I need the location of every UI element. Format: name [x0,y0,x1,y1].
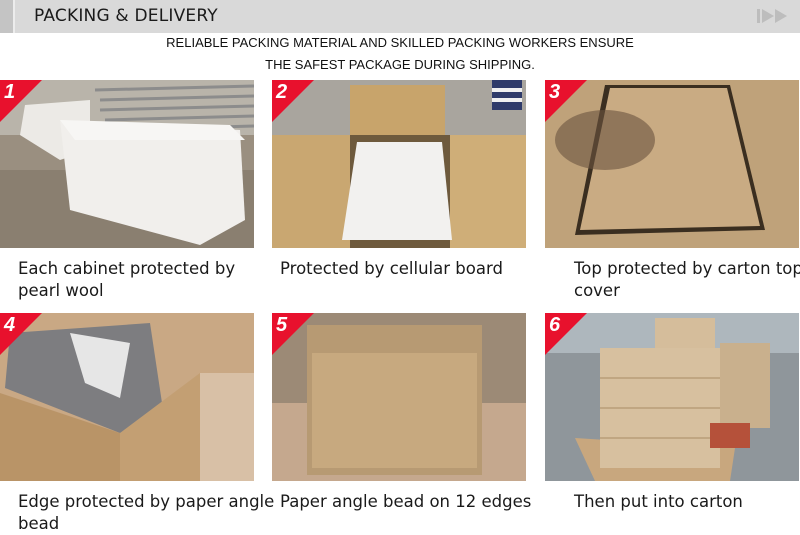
step-number-badge-5: 5 [272,313,314,355]
step-caption-2: Protected by cellular board [280,259,503,278]
section-header: PACKING & DELIVERY [0,0,800,33]
step-caption-5: Paper angle bead on 12 edges [280,492,532,511]
section-title: PACKING & DELIVERY [34,6,218,26]
step-photo-5 [272,313,526,481]
step-photo-6 [545,313,799,481]
step-number-badge-4: 4 [0,313,42,355]
step-number-badge-3: 3 [545,80,587,122]
step-caption-4: Edge protected by paper angle bead [18,492,275,533]
step-photo-1 [0,80,254,248]
step-number-badge-6: 6 [545,313,587,355]
subtitle-line-1: RELIABLE PACKING MATERIAL AND SKILLED PA… [166,35,634,50]
step-caption-3: Top protected by carton top cover [574,259,800,300]
step-caption-6: Then put into carton [574,492,743,511]
step-caption-1: Each cabinet protected by pearl wool [18,259,236,300]
subtitle-line-2: THE SAFEST PACKAGE DURING SHIPPING. [265,57,535,72]
step-number-badge-1: 1 [0,80,42,122]
header-accent-strip [0,0,15,33]
step-number-badge-2: 2 [272,80,314,122]
step-photo-4 [0,313,254,481]
fast-forward-icon[interactable] [757,8,793,24]
step-photo-3 [545,80,799,248]
step-photo-2 [272,80,526,248]
